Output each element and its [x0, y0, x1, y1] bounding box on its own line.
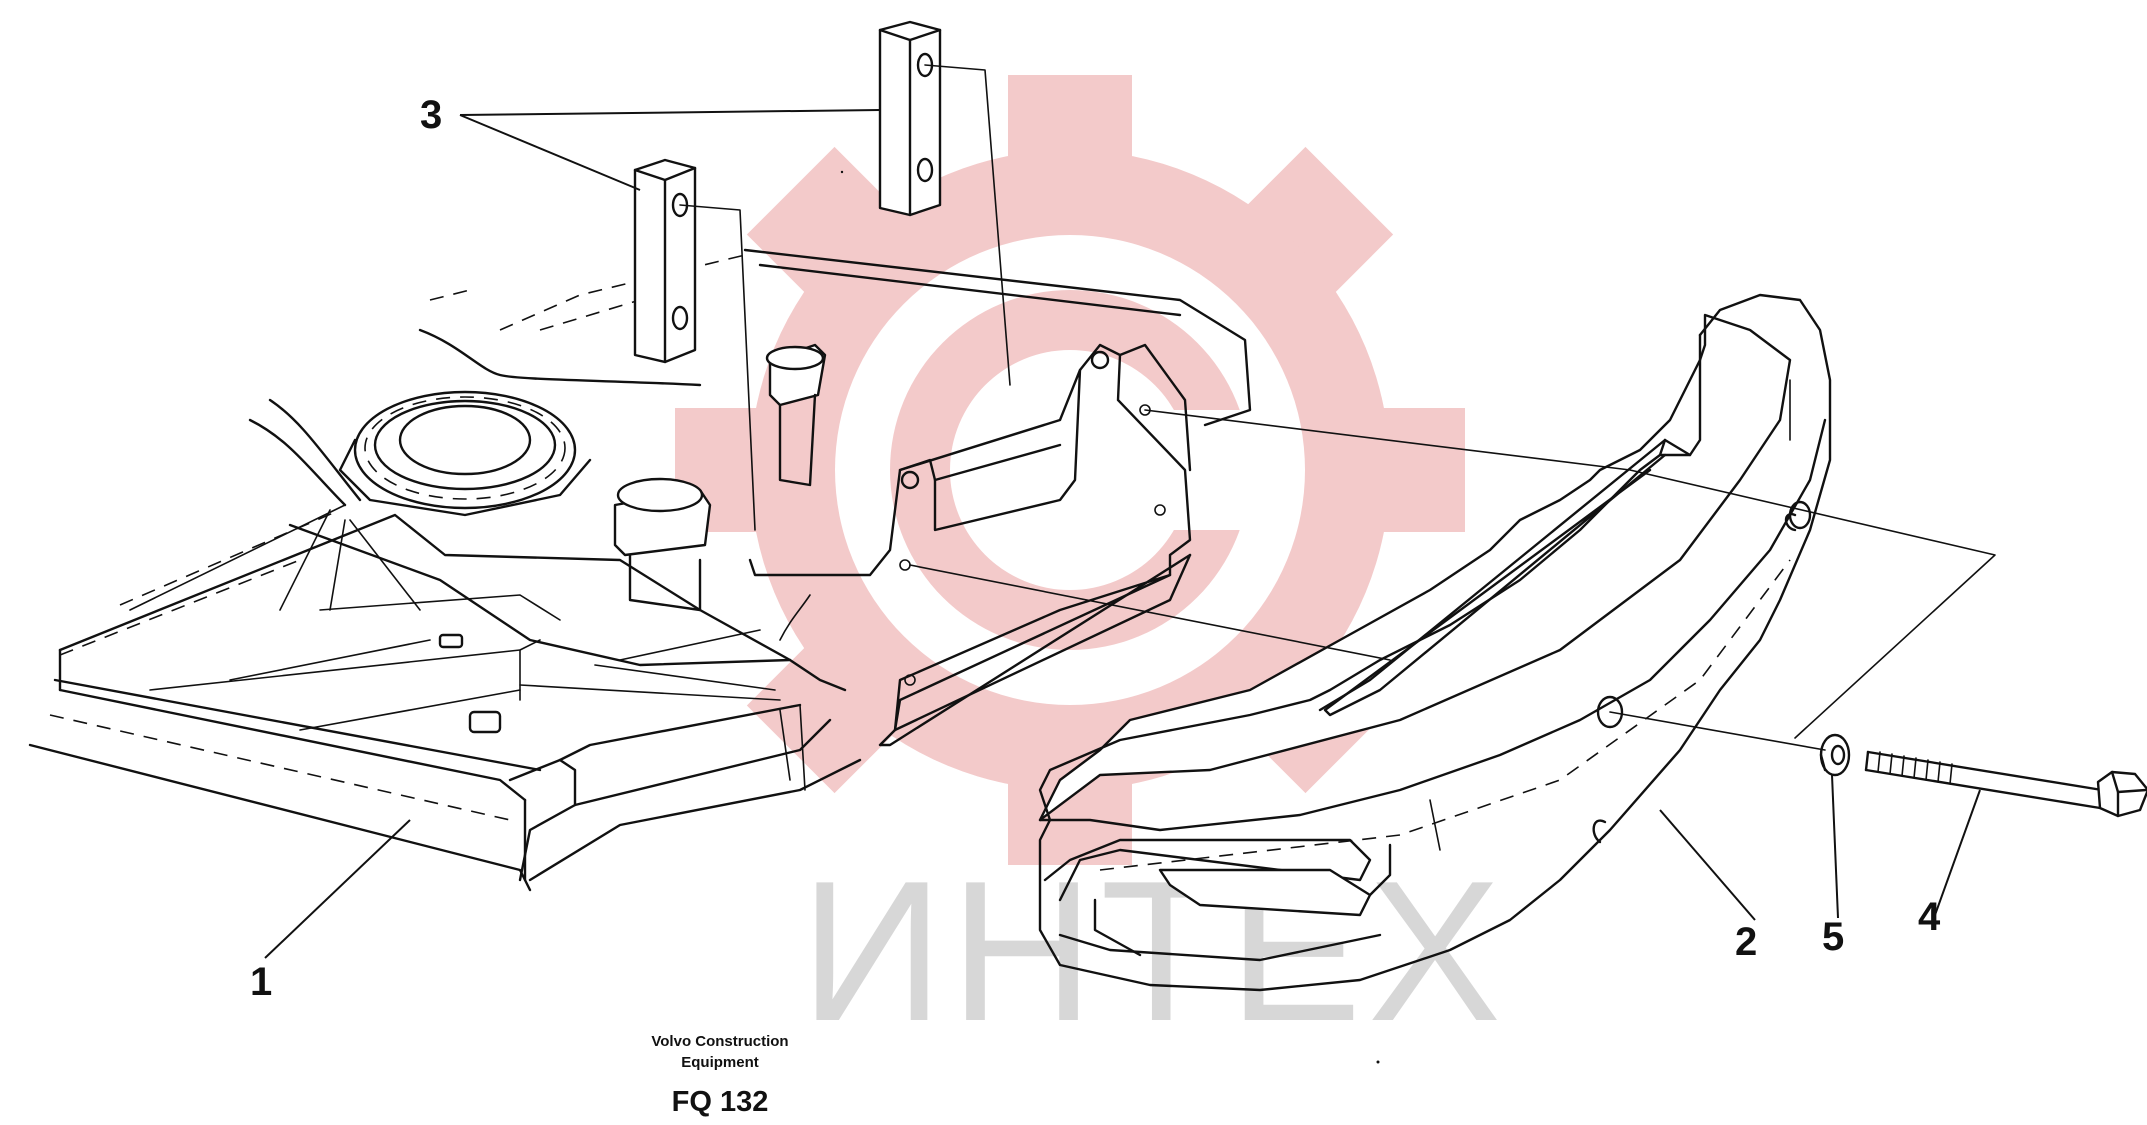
part-3-shim-left: [633, 158, 697, 364]
watermark-text: ИНТЕХ: [800, 840, 1507, 1063]
drawing-code: FQ 132: [672, 1086, 769, 1118]
part-2-counterweight: [1038, 293, 1832, 992]
part-1-upper-frame: [28, 248, 1252, 892]
caption-line-1: Volvo Construction: [651, 1033, 788, 1050]
callout-3: 3: [420, 93, 442, 137]
part-3-shim-right: [878, 20, 942, 217]
counterweight-bracket: [748, 343, 1192, 747]
caption-line-2: Equipment: [681, 1054, 759, 1071]
part-5-washer: [1819, 733, 1851, 777]
assembly-center-lines: [909, 409, 1996, 751]
callout-5: 5: [1822, 915, 1844, 959]
callout-1: 1: [250, 960, 272, 1004]
watermark-gear-logo: [675, 75, 1465, 865]
projection-line-shim-left: [679, 204, 756, 531]
projection-line-shim-right: [924, 64, 1011, 386]
stray-dot: [840, 170, 844, 174]
part-4-bolt: [1864, 750, 2147, 818]
callout-4: 4: [1918, 895, 1941, 939]
stray-dot: [1376, 1060, 1380, 1064]
callout-2: 2: [1735, 920, 1757, 964]
leader-lines: [264, 109, 1981, 959]
